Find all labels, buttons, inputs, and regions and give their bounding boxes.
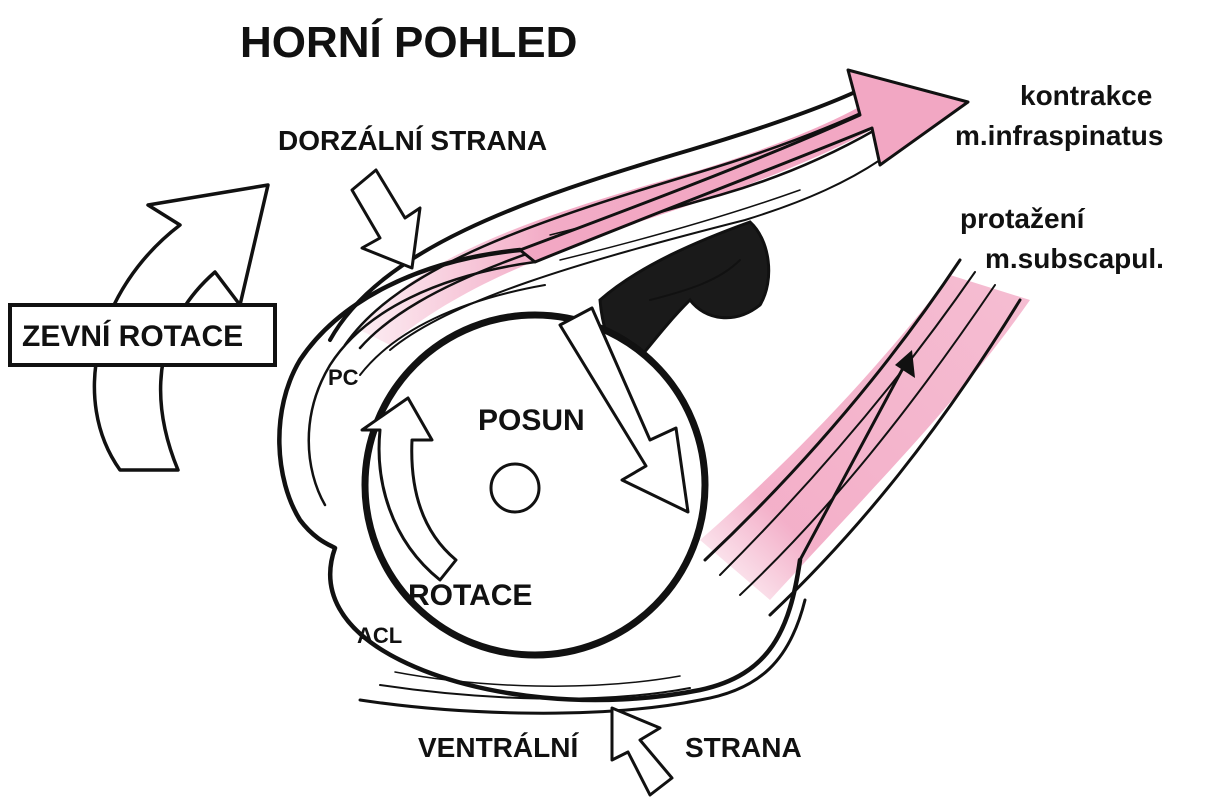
- pc-label: PC: [328, 365, 359, 390]
- external-rotation-arrow: [92, 183, 270, 472]
- rotation-arrow: [360, 396, 458, 582]
- ventral-side-arrow: [610, 706, 674, 797]
- stretch-label-line1: protažení: [960, 203, 1086, 234]
- dorsal-side-label: DORZÁLNÍ STRANA: [278, 125, 547, 156]
- diagram-title: HORNÍ POHLED: [240, 17, 577, 67]
- external-rotation-label: ZEVNÍ ROTACE: [22, 319, 243, 353]
- joint-capsule: [277, 247, 807, 715]
- contraction-label-line1: kontrakce: [1020, 80, 1152, 111]
- contraction-label-line2: m.infraspinatus: [955, 120, 1163, 151]
- acl-label: ACL: [357, 623, 402, 648]
- subscapularis-muscle: [700, 258, 1030, 617]
- dorsal-side-arrow: [350, 168, 422, 270]
- shift-label: POSUN: [478, 404, 585, 437]
- shift-arrow: [558, 306, 690, 514]
- rotation-label: ROTACE: [408, 579, 532, 612]
- ventral-label: VENTRÁLNÍ: [418, 732, 579, 763]
- side-label: STRANA: [685, 732, 802, 763]
- contraction-arrow: [518, 68, 970, 264]
- stretch-label-line2: m.subscapul.: [985, 243, 1164, 274]
- rotation-axis: [489, 462, 541, 514]
- external-rotation-box: [8, 303, 277, 367]
